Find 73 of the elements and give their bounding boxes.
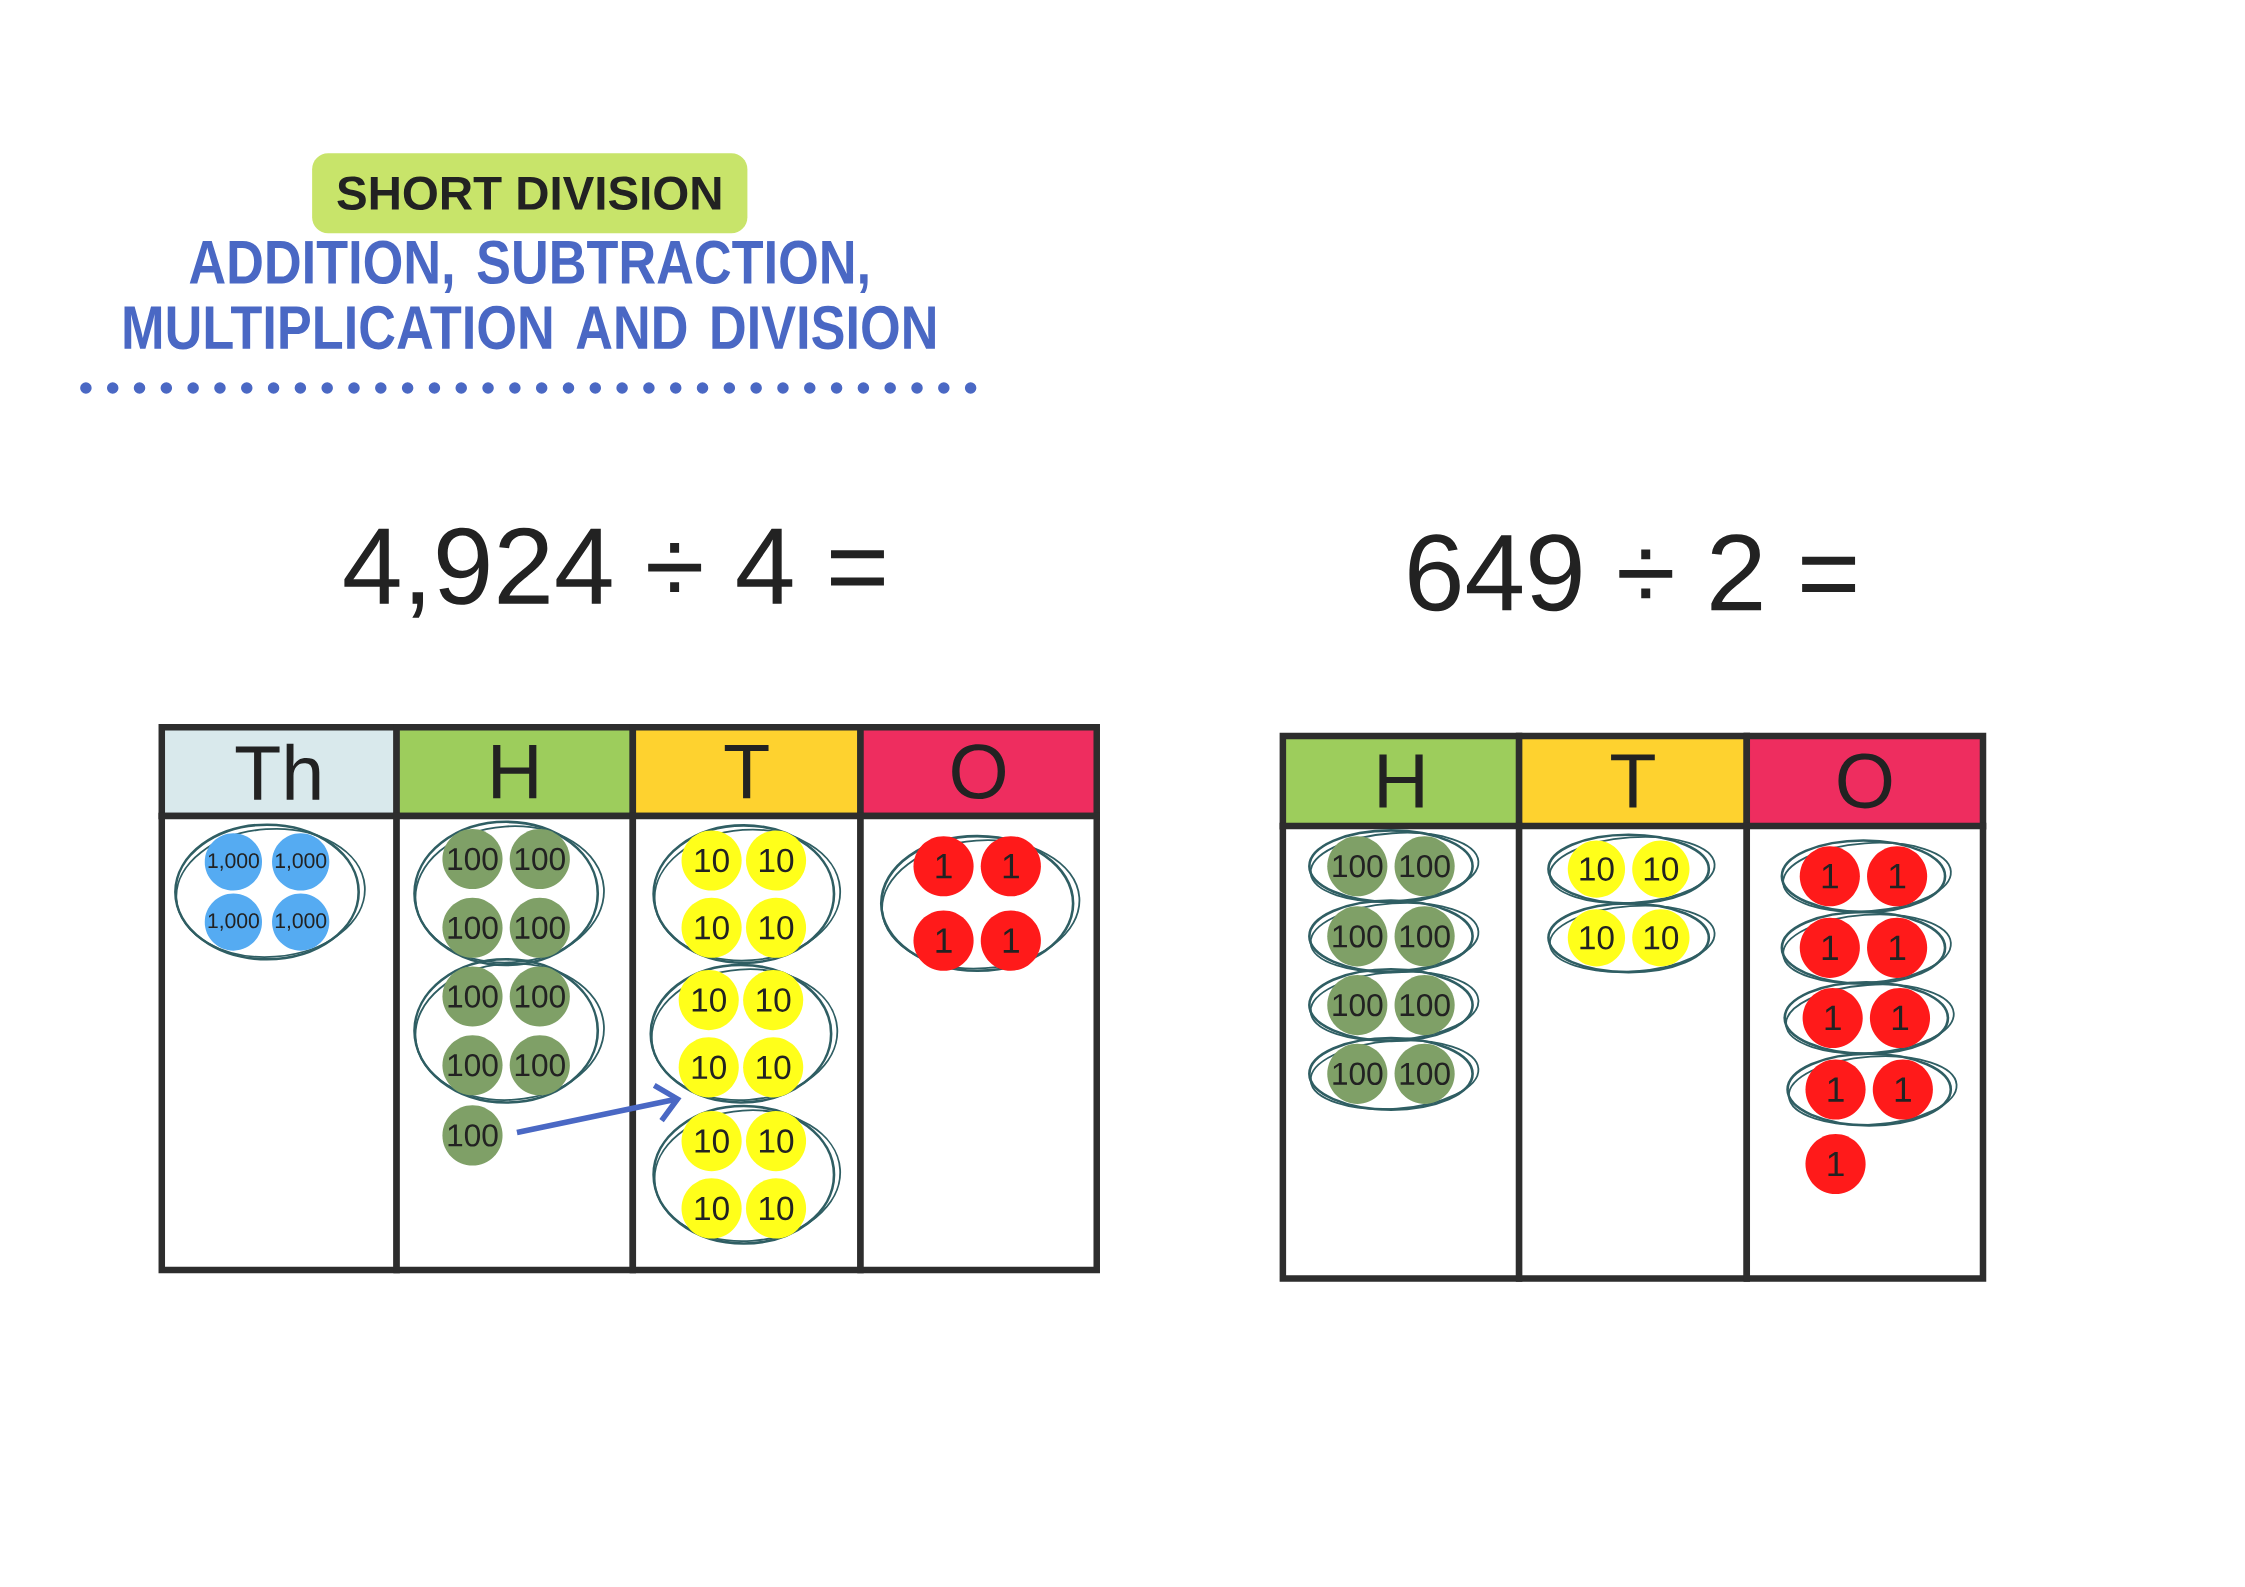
- counter: 100: [1327, 836, 1388, 897]
- counter: 1: [980, 836, 1041, 897]
- counter: 1: [1805, 1133, 1866, 1195]
- counter: 100: [1394, 836, 1455, 897]
- counter: 100: [1394, 1043, 1455, 1104]
- counter: 10: [681, 897, 742, 958]
- counter: 1: [1802, 987, 1863, 1049]
- title: ADDITION, SUBTRACTION, MULTIPLICATION AND DIVISION: [124, 240, 935, 350]
- grouping-loop: [1308, 829, 1480, 904]
- grouping-loop: [1547, 833, 1716, 905]
- grouping-loop: [1786, 1052, 1958, 1127]
- counter: 1: [1867, 846, 1928, 907]
- counter: 10: [745, 1178, 807, 1239]
- counter: 10: [743, 1037, 804, 1098]
- counter: 1,000: [204, 833, 262, 891]
- counter: 1: [1872, 1059, 1933, 1120]
- counter: 10: [745, 830, 807, 891]
- counter: 10: [743, 970, 804, 1031]
- counter: 1,000: [204, 893, 262, 951]
- counter: 1: [1867, 917, 1928, 978]
- counter: 100: [509, 897, 570, 958]
- counter: 10: [681, 1111, 742, 1172]
- equation: 649 ÷ 2 =: [1409, 534, 1856, 612]
- counter: 100: [1327, 975, 1388, 1036]
- counter: 10: [681, 830, 742, 891]
- counter: 1: [1869, 987, 1931, 1049]
- counter: 100: [1327, 1043, 1388, 1104]
- counter: 100: [509, 966, 570, 1027]
- counter: 1: [913, 836, 974, 897]
- counter: 100: [442, 1105, 503, 1166]
- counter: 1,000: [272, 833, 330, 891]
- grouping-loop: [413, 820, 605, 967]
- grouping-loop: [1783, 980, 1955, 1056]
- grouping-loop: [1308, 968, 1480, 1043]
- counter: 1: [1805, 1059, 1866, 1120]
- grouping-loop: [1308, 1036, 1480, 1111]
- grouping-loop: [1547, 902, 1716, 974]
- title-badge: SHORT DIVISION: [312, 153, 748, 234]
- counter: 10: [1567, 909, 1626, 967]
- equation: 4,924 ÷ 4 =: [344, 527, 884, 618]
- arrow: [516, 1083, 682, 1136]
- counter: 10: [1567, 840, 1626, 898]
- counter: 100: [1394, 975, 1455, 1036]
- counter: 1: [1799, 917, 1860, 978]
- counter: 10: [681, 1178, 742, 1239]
- grouping-loop: [652, 824, 841, 965]
- counter: 10: [1632, 840, 1690, 898]
- counter: 1: [1799, 846, 1860, 907]
- grouping-loop: [1780, 910, 1952, 985]
- grouping-loop: [413, 958, 605, 1104]
- counter: 100: [1327, 906, 1388, 967]
- counter: 10: [745, 897, 807, 958]
- counter: 100: [509, 1035, 570, 1096]
- counter: 1,000: [272, 893, 330, 951]
- counter: 1: [913, 910, 974, 971]
- counter: 100: [1394, 906, 1455, 967]
- grouping-loop: [1308, 899, 1480, 974]
- counter: 1: [980, 910, 1041, 971]
- column-header: H: [1279, 732, 1523, 830]
- counter: 100: [442, 1035, 503, 1096]
- counter: 10: [1632, 909, 1690, 967]
- column-header: O: [1743, 732, 1987, 830]
- counter: 100: [442, 897, 503, 958]
- grouping-loop: [649, 963, 839, 1104]
- counter: 100: [509, 829, 570, 890]
- counter: 10: [678, 1037, 739, 1098]
- counter: 100: [442, 829, 503, 890]
- grouping-loop: [1780, 839, 1952, 914]
- counter: 100: [442, 966, 503, 1027]
- grouping-loop: [652, 1104, 841, 1245]
- grouping-loop: [174, 823, 366, 961]
- counter: 10: [745, 1111, 807, 1172]
- counter: 10: [678, 970, 739, 1031]
